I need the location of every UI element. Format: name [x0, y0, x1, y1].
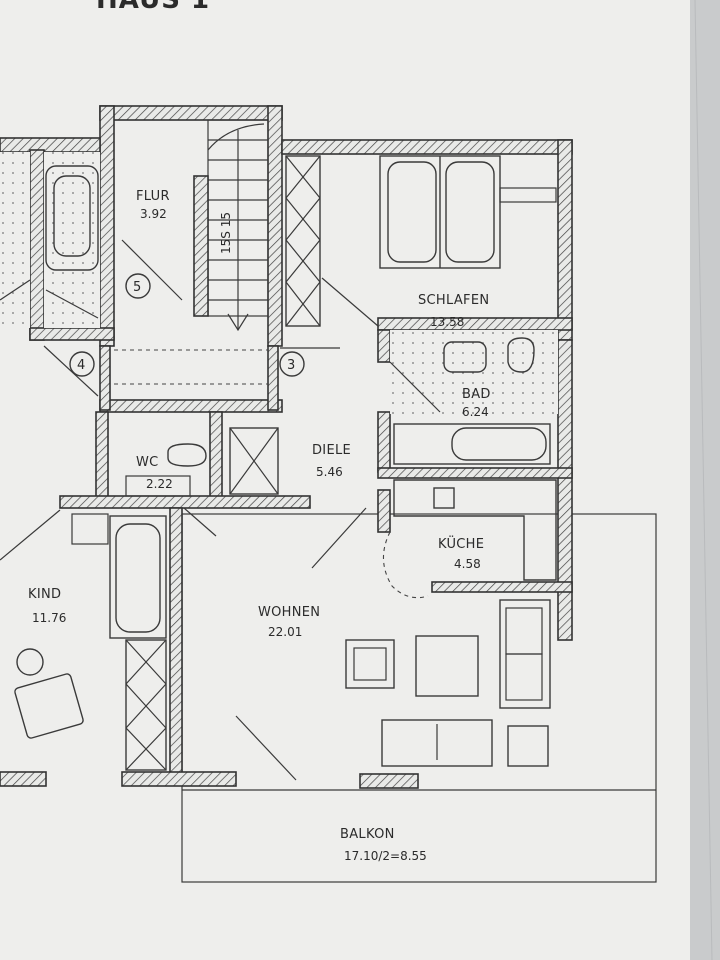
door-marker-4: 4 — [69, 351, 95, 377]
stair-label: 15S 15 — [219, 212, 233, 254]
room-area-flur: 3.92 — [140, 207, 167, 221]
room-area-wc: 2.22 — [146, 477, 173, 491]
room-area-diele: 5.46 — [316, 465, 343, 479]
room-name-flur: FLUR — [136, 189, 170, 204]
svg-text:3: 3 — [287, 358, 296, 373]
bathtub — [45, 165, 99, 271]
svg-text:5: 5 — [133, 280, 142, 295]
room-area-schlafen: 13.58 — [430, 315, 464, 329]
paper — [0, 0, 700, 960]
wardrobe — [285, 155, 321, 327]
staircase: 15S 15 — [193, 119, 269, 332]
wall — [281, 139, 573, 155]
room-name-balkon: BALKON — [340, 827, 395, 842]
door-marker-5: 5 — [125, 273, 151, 299]
room-area-kind: 11.76 — [32, 611, 66, 625]
paper-edge-shadow — [690, 0, 720, 960]
room-area-wohnen: 22.01 — [268, 625, 302, 639]
door-marker-3: 3 — [279, 351, 305, 377]
sheet-title: HAUS 1 — [96, 0, 210, 15]
room-name-kind: KIND — [28, 587, 61, 602]
room-name-diele: DIELE — [312, 443, 351, 458]
kitchen-counter — [382, 479, 557, 599]
wohnen-furniture — [345, 599, 551, 767]
room-name-kueche: KÜCHE — [438, 535, 484, 552]
room-name-bad: BAD — [462, 387, 491, 402]
room-name-wc: WC — [136, 455, 159, 470]
room-name-wohnen: WOHNEN — [258, 605, 320, 620]
room-area-bad: 6.24 — [462, 405, 489, 419]
room-name-schlafen: SCHLAFEN — [418, 293, 489, 308]
door-swings — [0, 239, 441, 781]
double-bed — [379, 155, 557, 269]
kind-furniture — [14, 513, 167, 771]
wc-fixtures — [125, 427, 279, 497]
bad-fixtures — [393, 337, 551, 465]
svg-text:4: 4 — [77, 358, 86, 373]
room-area-kueche: 4.58 — [454, 557, 481, 571]
room-area-balkon: 17.10/2=8.55 — [344, 849, 427, 863]
wall — [99, 105, 283, 121]
left-bath-floor — [0, 152, 30, 328]
